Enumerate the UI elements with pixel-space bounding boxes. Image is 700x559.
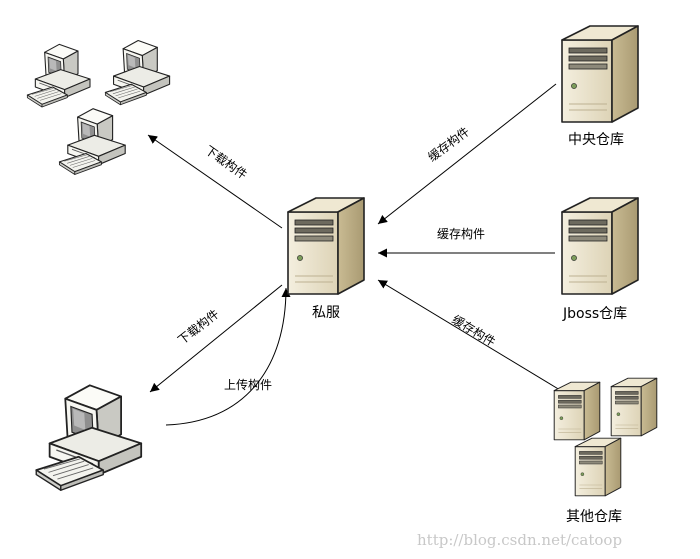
computer-icon (104, 39, 171, 106)
server-icon (553, 381, 601, 441)
edge-label-upload-dev: 上传构件 (224, 377, 272, 392)
team-computers (26, 39, 171, 176)
private-server-label: 私服 (312, 305, 340, 321)
jboss-repo-server-icon (561, 197, 639, 295)
jboss-repo-label: Jboss仓库 (562, 306, 627, 322)
developer-computer-icon (35, 384, 143, 492)
edge-private-to-team (147, 134, 283, 229)
server-icon (610, 377, 658, 437)
computer-icon (58, 108, 126, 176)
edge-label-cache-jboss: 缓存构件 (437, 226, 485, 241)
edge-label-cache-central: 缓存构件 (425, 124, 472, 165)
edge-dev-upload (165, 287, 291, 426)
private-server-icon (287, 197, 365, 295)
other-repo-servers (553, 377, 658, 497)
edges (147, 83, 561, 426)
edge-central-to-private (377, 83, 557, 225)
edge-label-download-team: 下载构件 (202, 142, 250, 182)
central-repo-label: 中央仓库 (568, 132, 624, 148)
central-repo-server-icon (561, 25, 639, 123)
edge-private-to-dev (149, 284, 283, 393)
edge-label-cache-other: 缓存构件 (449, 312, 498, 350)
watermark: http://blog.csdn.net/catoop (417, 531, 622, 549)
other-repo-label: 其他仓库 (566, 509, 622, 525)
edge-label-download-dev: 下载构件 (175, 306, 222, 347)
edge-other-to-private (377, 279, 561, 391)
server-icon (574, 437, 622, 497)
computer-icon (26, 43, 91, 108)
